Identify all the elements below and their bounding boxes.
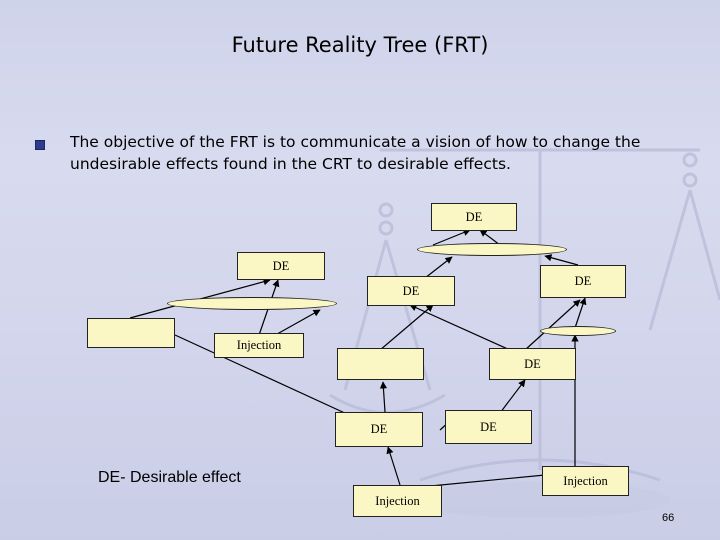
box-injection-left: Injection <box>214 333 304 358</box>
slide-title: Future Reality Tree (FRT) <box>231 33 489 57</box>
legend-text: DE- Desirable effect <box>98 469 241 486</box>
box-de-upper-left: DE <box>237 252 325 280</box>
bullet-text: The objective of the FRT is to communica… <box>70 133 641 173</box>
page-number: 66 <box>662 512 675 524</box>
box-blank-center <box>337 348 424 380</box>
bullet-square-icon <box>35 140 45 150</box>
oval-top-and-connector <box>417 243 567 256</box>
oval-right-and-connector <box>540 326 616 336</box>
box-de-low-right: DE <box>445 410 532 444</box>
box-injection-bottom: Injection <box>353 485 442 517</box>
box-de-mid-right: DE <box>489 348 576 380</box>
box-de-top: DE <box>431 203 517 231</box>
box-injection-right: Injection <box>542 466 629 496</box>
box-de-right: DE <box>540 265 626 298</box>
box-de-low-center: DE <box>335 412 423 447</box>
box-blank-left <box>87 318 175 348</box>
box-de-center: DE <box>367 276 455 306</box>
oval-left-and-connector <box>167 297 337 310</box>
